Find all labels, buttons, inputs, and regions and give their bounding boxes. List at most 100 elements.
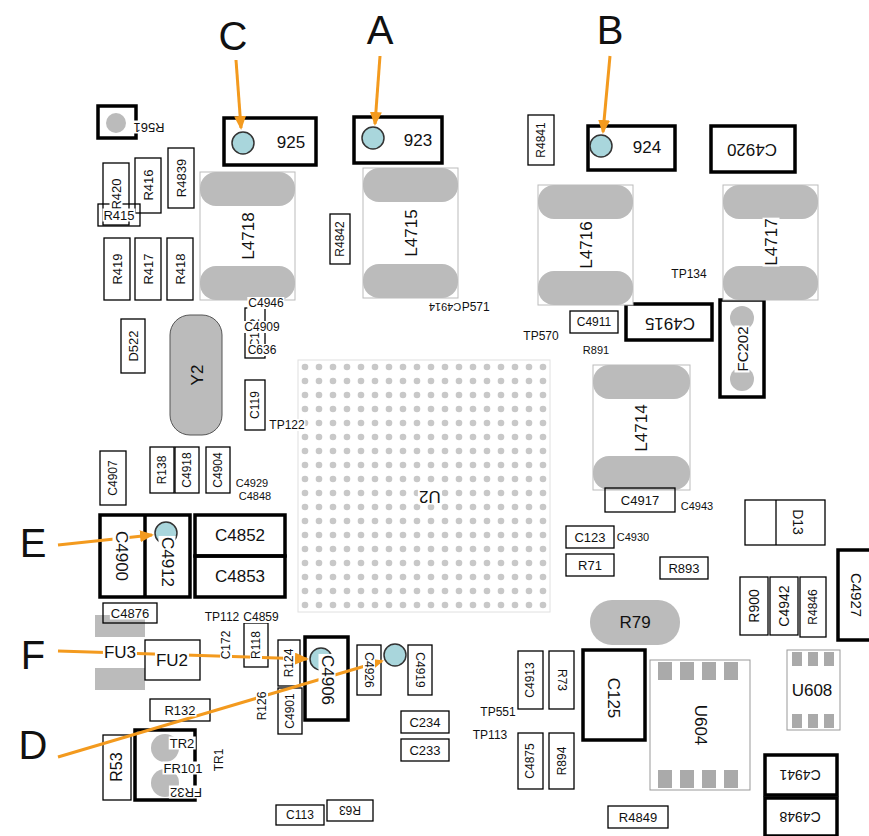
part-outline (566, 554, 614, 576)
part-designator: R420 (110, 177, 123, 210)
part-designator: TP134 (670, 268, 707, 280)
part-outline (720, 300, 764, 397)
part-designator: C4929 (235, 478, 269, 489)
pad (808, 652, 818, 666)
callout-letter: F (20, 635, 46, 675)
part-designator: C4915 (644, 315, 696, 332)
part-outline (276, 805, 324, 825)
part-outline (354, 117, 442, 163)
callout-letter: A (366, 10, 395, 50)
part-designator: C4907 (107, 459, 119, 496)
part-outline (103, 735, 131, 800)
part-designator: C119 (249, 390, 261, 420)
thick-outlines (98, 106, 869, 836)
part-outline (549, 733, 574, 789)
part-designator: C4904 (212, 451, 224, 488)
part-designator: TR2 (169, 737, 196, 750)
part-outline (570, 311, 618, 333)
part-outline (740, 577, 768, 635)
pad (95, 668, 145, 690)
diode-bar (775, 500, 776, 545)
part-outline (143, 515, 147, 597)
part-designator: C4912 (159, 536, 176, 588)
part-designator: FR32 (169, 786, 203, 799)
crystal-body (170, 315, 222, 435)
diode-outline (745, 500, 825, 545)
highlight-circle (590, 135, 612, 157)
part-outline (167, 238, 193, 300)
part-designator: C233 (408, 744, 441, 757)
part-designator: R417 (142, 252, 155, 285)
part-designator: R71 (577, 559, 603, 572)
part-outline (608, 806, 668, 828)
ic-footprints (650, 650, 840, 790)
part-outline (278, 688, 302, 734)
pad (808, 714, 818, 728)
part-designator: L4718 (240, 211, 257, 260)
part-designator: R893 (667, 562, 700, 575)
part-designator: C4876 (110, 607, 150, 620)
part-outline (626, 304, 712, 340)
part-outline (765, 755, 837, 795)
pad (658, 770, 672, 788)
part-designator: C4859 (242, 611, 279, 623)
inductor-body (200, 172, 295, 300)
part-outline (103, 603, 157, 623)
ic-outline (787, 650, 840, 730)
part-designator: C4875 (524, 742, 536, 779)
part-outline (195, 515, 285, 556)
part-designator: L4717 (763, 217, 780, 266)
part-designator: R53 (109, 751, 125, 782)
resistor-body (590, 600, 680, 645)
part-outline (583, 650, 645, 740)
pad (723, 185, 818, 219)
part-outline (800, 577, 826, 637)
part-designator: L4714 (633, 403, 650, 452)
callout-arrows (58, 56, 610, 757)
part-designator: TP122 (268, 419, 305, 431)
part-designator: R418 (174, 252, 187, 285)
part-designator: 925 (276, 134, 306, 151)
part-designator: 923 (403, 132, 433, 149)
part-designator: R79 (618, 614, 651, 631)
part-designator: C4909 (243, 321, 280, 333)
inductor-body (538, 185, 633, 305)
part-designator: Y2 (189, 364, 206, 387)
part-designator: C4913 (524, 661, 536, 698)
part-designator: R4846 (807, 588, 819, 625)
part-designator: R4842 (334, 220, 346, 257)
pad (538, 271, 633, 305)
part-outline (711, 126, 795, 172)
part-designator: C4941 (778, 768, 821, 782)
part-designator: R894 (556, 746, 568, 777)
callout-letter: D (18, 725, 49, 765)
pads (106, 113, 754, 797)
part-outline (605, 488, 675, 512)
part-designator: R4839 (175, 158, 188, 198)
part-outline (518, 733, 543, 789)
part-designator: C636 (247, 344, 278, 356)
part-outline (330, 214, 350, 264)
part-designator: R126 (256, 691, 268, 722)
part-designator: L4716 (578, 220, 595, 269)
pad (200, 266, 295, 300)
part-outline (770, 577, 798, 635)
part-designator: FC202 (735, 325, 750, 372)
part-outline (528, 115, 554, 165)
part-designator: C172 (220, 630, 232, 661)
part-outline (224, 118, 316, 165)
pad (658, 662, 672, 680)
part-designator: R132 (163, 704, 196, 717)
part-outline (408, 645, 432, 695)
part-outline (104, 238, 130, 300)
part-outline (566, 526, 614, 548)
thin-outlines (98, 115, 826, 828)
pad (680, 662, 694, 680)
pad (538, 185, 633, 219)
part-designator: U2 (418, 488, 442, 505)
pad (593, 456, 690, 490)
part-designator: R415 (102, 209, 135, 222)
part-outline (135, 158, 161, 213)
test-point-markers (155, 127, 612, 670)
